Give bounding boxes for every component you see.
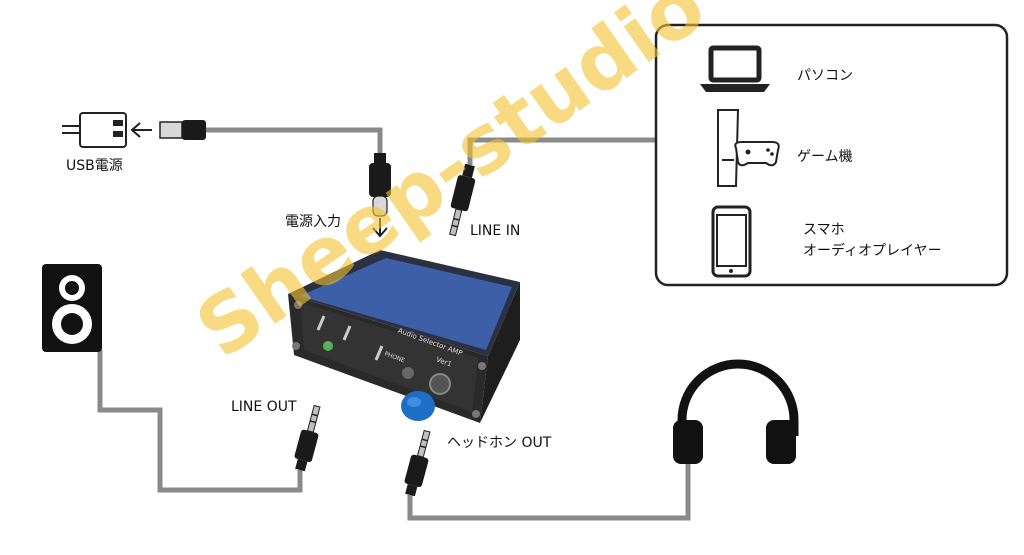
game-console-icon [717,109,780,187]
headphone-out-label: ヘッドホン OUT [447,435,552,451]
headphones-icon [673,359,799,464]
line-in-label: LINE IN [470,223,521,239]
smartphone-icon [711,205,752,278]
audio-player-label: オーディオプレイヤー [803,243,942,259]
laptop-icon [700,45,770,92]
usb-c-plug-icon [369,153,391,217]
usb-power-label: USB電源 [66,158,123,174]
headphone-cable [407,462,691,521]
headphone-out-plug-icon [404,429,431,497]
usb-a-plug-icon [159,120,206,140]
speaker-cable [97,350,303,493]
pc-label: パソコン [797,68,853,84]
game-console-label: ゲーム機 [797,149,853,165]
usb-charger-icon [62,112,127,148]
line-in-plug-icon [449,163,476,237]
cables [97,127,691,521]
arrow-down-icon [372,218,388,238]
amplifier-unit [288,250,520,423]
line-out-plug-icon [294,404,321,472]
power-input-label: 電源入力 [285,214,341,230]
line-out-label: LINE OUT [231,399,297,415]
usb-cable [205,127,383,155]
phone-label: スマホ [803,222,845,238]
arrow-left-icon [130,122,152,138]
line-in-cable [467,137,655,165]
speaker-icon [42,264,102,352]
